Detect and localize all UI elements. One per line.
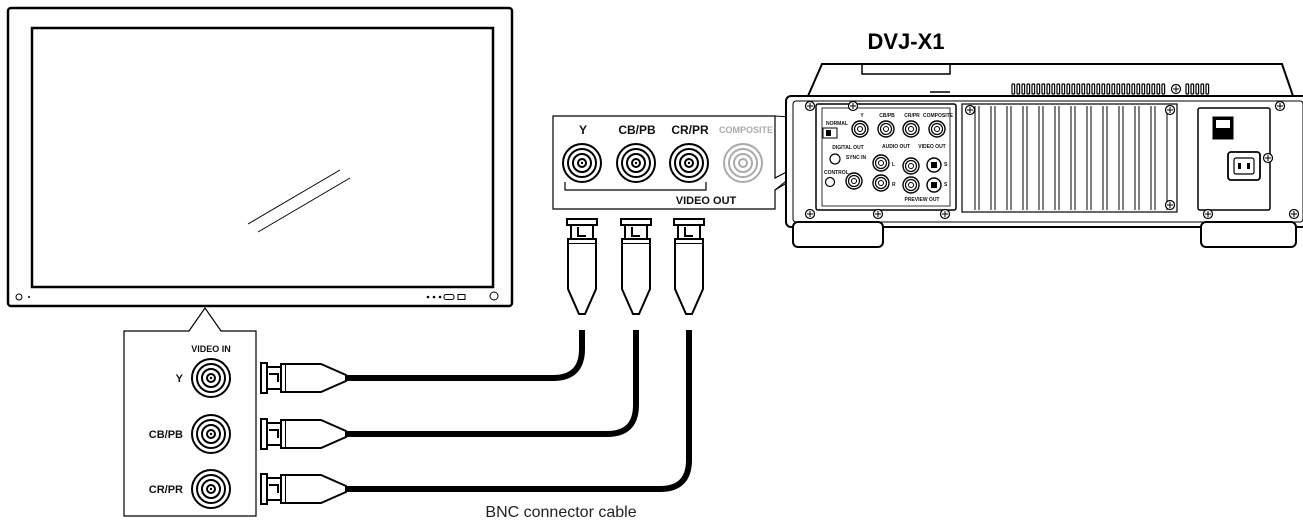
video-in-title: VIDEO IN xyxy=(191,344,231,354)
left-foot xyxy=(792,221,884,248)
video-in-label-cr-pr: CR/PR xyxy=(149,484,183,496)
screw-icon xyxy=(1274,100,1286,112)
video-out-cr-pr-jack[interactable] xyxy=(669,143,709,183)
digital-out-jack[interactable] xyxy=(829,153,841,165)
video-out-label-y: Y xyxy=(579,123,587,137)
video-in-label-cb-pb: CB/PB xyxy=(149,429,183,441)
bnc-connector-cables xyxy=(346,330,692,492)
control-jack[interactable] xyxy=(824,176,836,188)
video-in-cb-pb-jack[interactable] xyxy=(191,414,231,454)
rear-label-preview-out: PREVIEW OUT xyxy=(904,197,939,203)
rear-label-l: L xyxy=(892,162,895,168)
rear-label-control: CONTROL xyxy=(824,170,849,176)
video-out-composite-jack[interactable] xyxy=(723,143,763,183)
rear-cr-pr-jack[interactable] xyxy=(902,120,920,138)
video-out-jack[interactable] xyxy=(902,157,920,175)
screw-icon xyxy=(1262,152,1274,164)
right-foot xyxy=(1200,221,1297,248)
cable-caption: BNC connector cable xyxy=(485,504,636,521)
screw-icon xyxy=(847,100,859,112)
video-out-label-cr-pr: CR/PR xyxy=(671,123,709,137)
rear-label-video-out: VIDEO OUT xyxy=(918,144,946,150)
heatsink xyxy=(961,103,1178,213)
rear-cb-pb-jack[interactable] xyxy=(877,120,895,138)
rear-label-cb-pb: CB/PB xyxy=(879,113,895,119)
screw-icon xyxy=(1164,104,1176,116)
screw-icon xyxy=(1202,208,1214,220)
video-out-y-jack[interactable] xyxy=(562,143,602,183)
screw-icon xyxy=(872,208,884,220)
rear-label-composite: COMPOSITE xyxy=(923,113,954,119)
rear-y-jack[interactable] xyxy=(851,120,869,138)
preview-out-jack[interactable] xyxy=(902,176,920,194)
bnc-plug-cr-pr-monitor xyxy=(260,473,347,505)
monitor-indicator-icon xyxy=(489,291,499,301)
dvj-player: DVJ-X1 xyxy=(785,29,1303,248)
video-out-label-composite: COMPOSITE xyxy=(719,125,773,135)
top-screw-icon xyxy=(1170,83,1182,95)
device-model-title: DVJ-X1 xyxy=(867,29,944,54)
screw-icon xyxy=(1288,208,1300,220)
video-out-label-cb-pb: CB/PB xyxy=(618,123,656,137)
video-out-group-label: VIDEO OUT xyxy=(676,195,737,207)
video-in-cr-pr-jack[interactable] xyxy=(191,469,231,509)
rear-label-s2: S xyxy=(944,182,948,188)
rear-label-normal: NORMAL xyxy=(826,121,848,127)
monitor-front-controls xyxy=(426,294,466,300)
rear-label-sync-in: SYNC IN xyxy=(846,155,867,161)
rear-label-cr-pr: CR/PR xyxy=(904,113,920,119)
top-vents xyxy=(1011,83,1210,95)
screw-icon xyxy=(804,100,816,112)
rear-label-r: R xyxy=(892,182,896,188)
screw-icon xyxy=(1164,199,1176,211)
rear-composite-jack[interactable] xyxy=(928,120,946,138)
video-out-panel: Y CB/PB CR/PR COMPOSITE VIDEO OUT xyxy=(552,115,853,210)
rear-label-s1: S xyxy=(944,162,948,168)
audio-out-r-jack[interactable] xyxy=(872,174,890,192)
video-out-cb-pb-jack[interactable] xyxy=(616,143,656,183)
screw-icon xyxy=(964,104,976,116)
audio-out-l-jack[interactable] xyxy=(872,154,890,172)
screw-icon xyxy=(804,208,816,220)
monitor xyxy=(6,6,514,308)
rear-label-y: Y xyxy=(860,113,864,119)
video-in-y-jack[interactable] xyxy=(191,358,231,398)
monitor-power-icon xyxy=(15,293,30,301)
bnc-plug-y-player xyxy=(566,218,598,315)
bnc-plug-cb-pb-monitor xyxy=(260,418,347,450)
rear-label-audio-out: AUDIO OUT xyxy=(882,144,910,150)
rear-label-digital-out: DIGITAL OUT xyxy=(832,145,863,151)
video-in-label-y: Y xyxy=(176,373,184,385)
bnc-plug-cr-pr-player xyxy=(673,218,705,315)
bnc-plug-y-monitor xyxy=(260,362,347,394)
bnc-plug-cb-pb-player xyxy=(620,218,652,315)
screw-icon xyxy=(939,208,951,220)
video-in-panel: VIDEO IN Y CB/PB CR/PR xyxy=(123,306,257,517)
